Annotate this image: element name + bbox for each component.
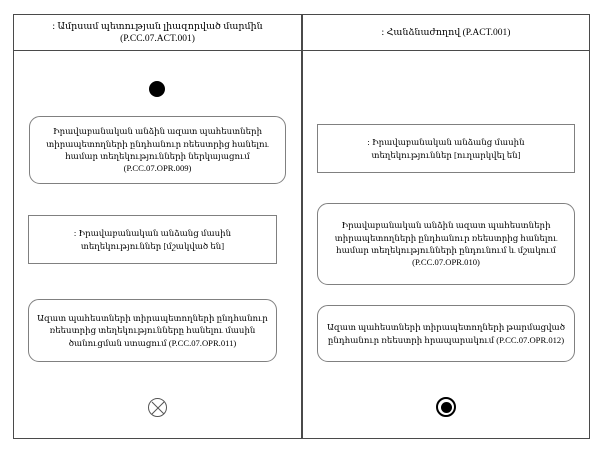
flow-final-node[interactable] [148,398,167,417]
object-node-information-sent-line1: : Իրավաբանական անձանց մասին [367,137,525,148]
action-receive-and-process-information-line3: համար տեղեկությունների ընդունում և մշակո… [336,245,556,255]
action-submit-information-line3: համար տեղեկությունների ներկայացում [65,151,250,161]
action-submit-information-line1: Իրավաբանական անձին ազատ պահեստների [52,126,263,137]
activity-final-node[interactable] [436,397,456,417]
initial-node[interactable] [149,81,165,97]
action-receive-and-process-information[interactable]: Իրավաբանական անձին ազատ պահեստների տիրապ… [317,203,575,285]
swimlane-left-title-line2: (P.CC.07.ACT.001) [120,33,195,44]
action-publish-updated-registry[interactable]: Ազատ պահեստների տիրապետողների թարմացված … [317,305,575,362]
action-submit-information-line4: (P.CC.07.OPR.009) [123,163,192,174]
action-receive-removal-notice-line2: ռեեստրից տեղեկությունները հանելու մասին [49,325,256,336]
action-receive-and-process-information-line1: Իրավաբանական անձին ազատ պահեստների [341,220,551,231]
action-publish-updated-registry-line2: ընդհանուր ռեեստրի հրապարակում (P.CC.07.O… [327,334,565,345]
action-submit-information[interactable]: Իրավաբանական անձին ազատ պահեստների տիրապ… [29,116,286,184]
action-receive-removal-notice-line1: Ազատ պահեստների տիրապետողների ընդհանուր [37,312,268,323]
action-receive-removal-notice[interactable]: Ազատ պահեստների տիրապետողների ընդհանուր … [28,299,277,362]
object-node-information-sent-line2: տեղեկություններ [ուղարկվել են] [371,149,521,160]
action-receive-and-process-information-line4: (P.CC.07.OPR.010) [412,257,480,268]
action-submit-information-line2: տիրապետողների ընդհանուր ռեեստրից հանելու [46,138,269,149]
action-publish-updated-registry-line1: Ազատ պահեստների տիրապետողների թարմացված [327,322,565,333]
object-node-information-processed-line2: տեղեկություններ [մշակված են] [80,240,225,251]
swimlane-right-header: : Հանձնաժողով (P.ACT.001) [303,15,589,51]
action-receive-and-process-information-line2: տիրապետողների ընդհանուր ռեեստրից հանելու [334,232,558,243]
object-node-information-processed-line1: : Իրավաբանական անձանց մասին [73,228,232,239]
swimlane-right-title-line1: : Հանձնաժողով (P.ACT.001) [381,27,511,38]
swimlane-left-header: : Ամրսամ պետության լիազորված մարմին (P.C… [14,15,301,51]
swimlane-left-title-line1: : Ամրսամ պետության լիազորված մարմին [52,21,263,32]
object-node-information-processed[interactable]: : Իրավաբանական անձանց մասին տեղեկություն… [28,215,277,264]
action-receive-removal-notice-line3: ծանուցման ստացում (P.CC.07.OPR.011) [68,337,237,348]
object-node-information-sent[interactable]: : Իրավաբանական անձանց մասին տեղեկություն… [317,124,575,173]
